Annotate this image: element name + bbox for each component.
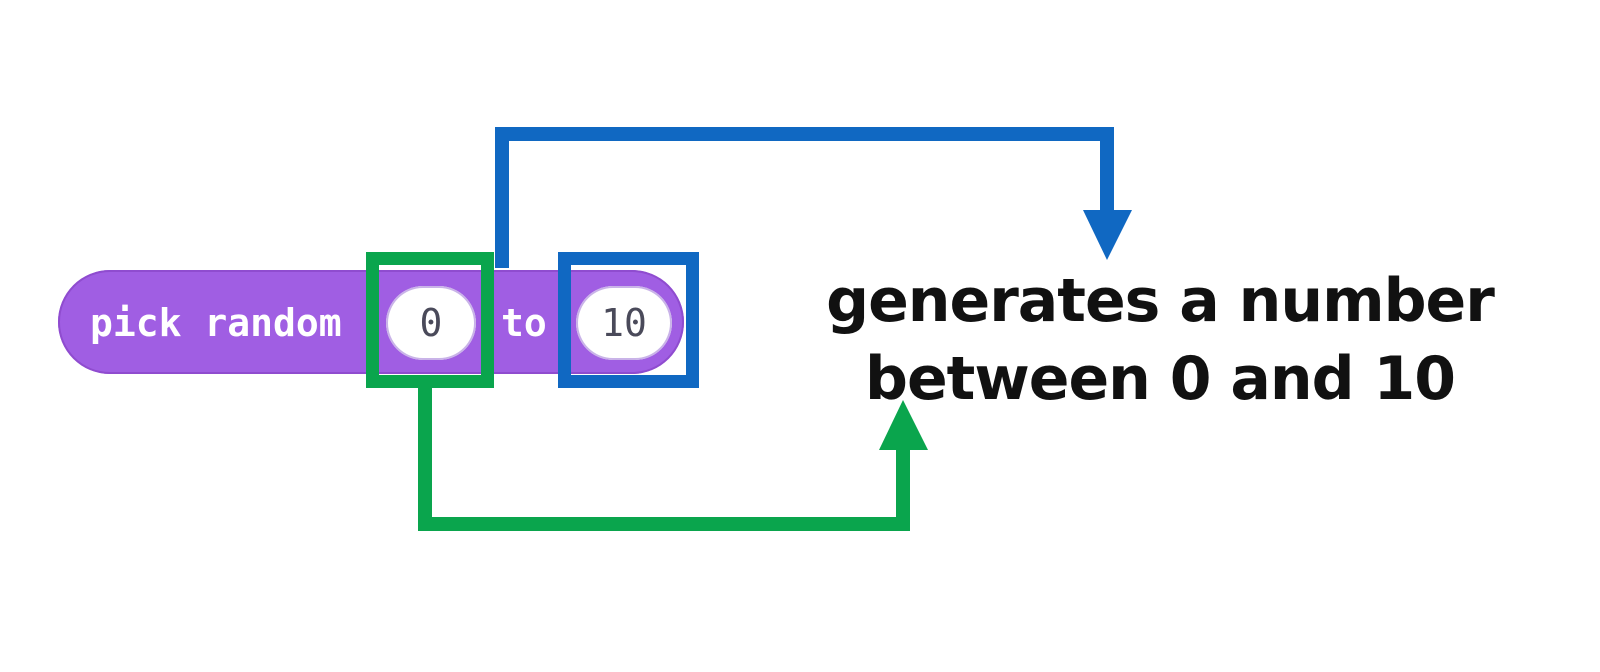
explanation-caption: generates a number between 0 and 10 [790, 262, 1530, 418]
min-value-arrowhead [879, 400, 928, 450]
to-label: to [501, 301, 547, 345]
max-value-arrowhead [1083, 210, 1132, 260]
max-value-highlight-box [558, 252, 699, 388]
caption-line-2: between 0 and 10 [865, 344, 1456, 414]
max-value-input[interactable]: 10 [576, 286, 672, 360]
min-value-input[interactable]: 0 [386, 286, 476, 360]
min-value-highlight-box [366, 252, 494, 388]
caption-line-1: generates a number [826, 266, 1495, 336]
max-value-connector-line [495, 127, 1114, 268]
pick-random-label: pick random [90, 301, 342, 345]
min-value-connector-line [418, 388, 910, 531]
